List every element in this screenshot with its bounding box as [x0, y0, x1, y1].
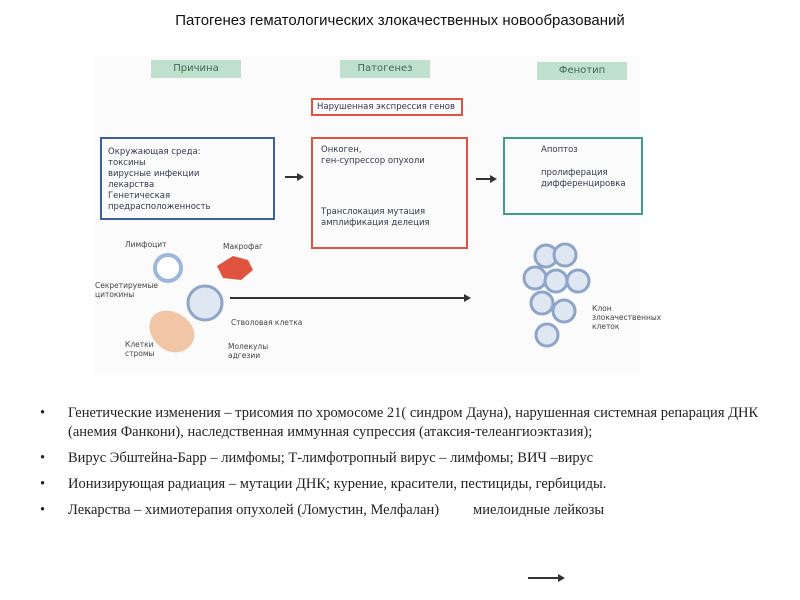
bullet-marker: •	[40, 405, 46, 421]
clone-cell	[529, 290, 555, 316]
clone-cell	[534, 322, 560, 348]
clone-label: Клон злокачественных клеток	[592, 304, 662, 331]
clone-cell	[551, 298, 577, 324]
bullet-list: • Генетические изменения – трисомия по х…	[40, 404, 760, 527]
pathogenesis-line-4: амплификация делеция	[321, 218, 430, 228]
bottom-arrow	[528, 577, 560, 579]
clone-cell	[552, 242, 578, 268]
arrow-pathogenesis-to-phenotype	[476, 178, 492, 180]
pathogenesis-line-2: ген-супрессор опухоли	[321, 156, 425, 166]
clone-cell	[543, 268, 569, 294]
cause-line-3: вирусные инфекции	[108, 169, 200, 179]
phenotype-line-2: пролиферация	[541, 168, 608, 178]
bullet-text-drugs: Лекарства – химиотерапия опухолей (Ломус…	[68, 502, 440, 518]
clone-cell	[565, 268, 591, 294]
cause-line-1: Окружающая среда:	[108, 147, 201, 157]
header-phenotype: Фенотип	[537, 62, 627, 80]
arrow-to-clone	[230, 297, 464, 299]
arrow-pathogenesis-to-phenotype-head	[490, 175, 497, 183]
phenotype-box: Апоптоз пролиферация дифференцировка	[503, 137, 643, 215]
macrophage-cell	[217, 256, 253, 280]
cells-illustration	[149, 242, 591, 353]
bullet-text-viruses: Вирус Эбштейна-Барр – лимфомы; Т-лимфотр…	[68, 450, 594, 466]
bullet-text-genetic: Генетические изменения – трисомия по хро…	[68, 405, 759, 440]
pathogenesis-line-3: Транслокация мутация	[321, 207, 426, 217]
bullet-marker: •	[40, 502, 46, 518]
pathogenesis-figure: Причина Патогенез Фенотип Нарушенная экс…	[95, 56, 661, 374]
adhesion-label: Молекулы адгезии	[228, 342, 269, 360]
clone-cell	[522, 265, 548, 291]
bullet-item: • Ионизирующая радиация – мутации ДНК; к…	[40, 475, 760, 494]
cause-line-2: токсины	[108, 158, 146, 168]
header-cause: Причина	[151, 60, 241, 78]
arrow-to-clone-head	[464, 294, 471, 302]
bullet-text-radiation: Ионизирующая радиация – мутации ДНК; кур…	[68, 476, 607, 492]
phenotype-line-1: Апоптоз	[541, 145, 578, 155]
cytokines-label: Секретируемые цитокины	[95, 281, 159, 299]
bullet-item: • Вирус Эбштейна-Барр – лимфомы; Т-лимфо…	[40, 449, 760, 468]
arrow-cause-to-pathogenesis-head	[297, 173, 304, 181]
macrophage-label: Макрофаг	[223, 242, 263, 251]
expression-box: Нарушенная экспрессия генов	[311, 98, 463, 116]
phenotype-line-3: дифференцировка	[541, 179, 626, 189]
bullet-marker: •	[40, 476, 46, 492]
stromal-label: Клетки стромы	[125, 340, 155, 358]
bullet-text-leukemia: миелоидные лейкозы	[473, 502, 605, 518]
cause-box: Окружающая среда: токсины вирусные инфек…	[100, 137, 275, 220]
stem-cell	[186, 284, 224, 322]
arrow-cause-to-pathogenesis	[285, 176, 299, 178]
bullet-item: • Генетические изменения – трисомия по х…	[40, 404, 760, 442]
pathogenesis-box: Онкоген, ген-супрессор опухоли Транслока…	[311, 137, 468, 249]
cause-line-5: Генетическая предрасположенность	[108, 191, 211, 212]
cause-line-4: лекарства	[108, 180, 155, 190]
slide-title: Патогенез гематологических злокачественн…	[175, 12, 625, 29]
lymphocyte-cell	[153, 253, 183, 283]
expression-label: Нарушенная экспрессия генов	[317, 102, 455, 112]
stem-cell-label: Стволовая клетка	[231, 318, 303, 327]
bullet-item: • Лекарства – химиотерапия опухолей (Лом…	[40, 501, 760, 520]
header-pathogenesis: Патогенез	[340, 60, 430, 78]
bullet-marker: •	[40, 450, 46, 466]
lymphocyte-label: Лимфоцит	[125, 240, 167, 249]
stromal-cell	[149, 310, 195, 353]
pathogenesis-line-1: Онкоген,	[321, 145, 362, 155]
bottom-arrow-head	[558, 574, 565, 582]
